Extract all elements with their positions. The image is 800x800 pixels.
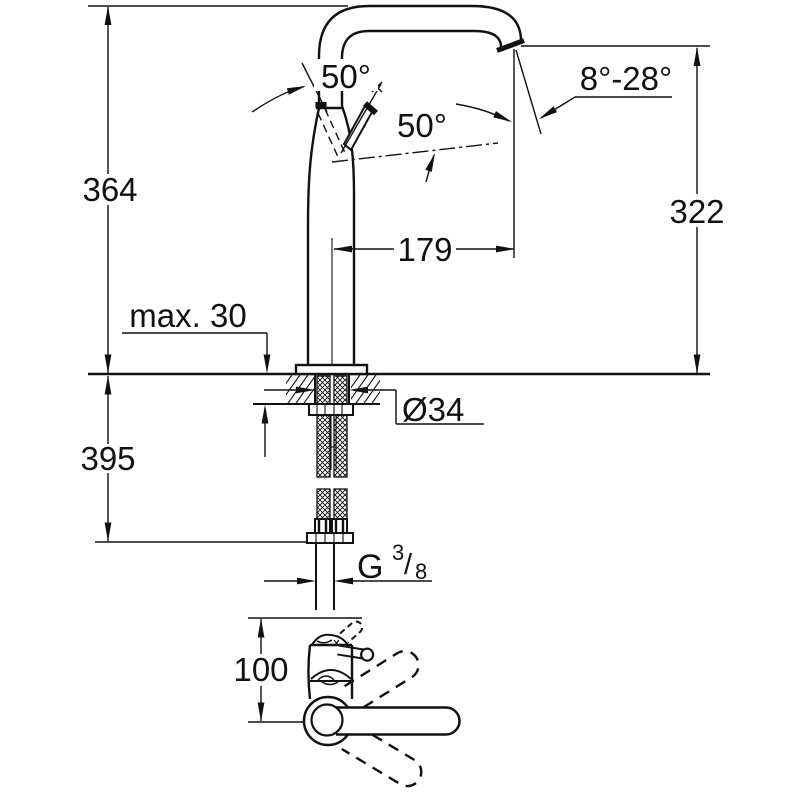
lever-hidden-line-2 — [324, 108, 346, 154]
spout-outlet-face — [496, 38, 525, 53]
spout-outer-edge — [317, 4, 523, 108]
thread-denominator: 8 — [415, 559, 427, 584]
dimension-g38 — [264, 577, 432, 585]
base-plate — [294, 363, 369, 376]
hose-ferrule-right — [331, 518, 348, 534]
faucet-front-body — [302, 633, 461, 747]
dim-100-label: 100 — [233, 651, 288, 688]
thread-prefix: G — [357, 548, 383, 586]
max-30-label: max. 30 — [129, 297, 246, 334]
front-body-left — [307, 644, 312, 700]
dia-34-label: Ø34 — [402, 391, 464, 428]
label-knockout — [314, 59, 378, 91]
lever-front — [337, 644, 375, 662]
dim-179-label: 179 — [397, 231, 452, 268]
hose-right-lower — [333, 488, 348, 520]
dimension-364 — [104, 6, 112, 374]
angle-arrow-right — [493, 111, 512, 122]
handle-clearance-view — [248, 617, 461, 788]
angle-arrow-left — [286, 86, 306, 95]
dimension-max-30 — [122, 332, 271, 457]
handle-bar — [336, 706, 461, 736]
handle-position-up-dashed — [343, 649, 420, 711]
dim-395-label: 395 — [80, 440, 135, 477]
front-mid-dome — [310, 669, 352, 680]
lever-pivot-mark — [315, 102, 327, 108]
below-deck-assembly — [306, 374, 354, 610]
lever-hidden-line-1 — [317, 112, 339, 158]
front-mid-detail-2 — [321, 681, 339, 686]
thread-slash: / — [404, 549, 413, 581]
dimension-100 — [257, 618, 265, 722]
thread-numerator: 3 — [392, 540, 404, 565]
spray-direction-line — [515, 49, 542, 135]
connector-nut — [306, 532, 354, 544]
dimension-179 — [333, 245, 515, 253]
handle-hub-inner — [310, 703, 344, 737]
spray-leader-arrow — [539, 106, 558, 119]
dimension-322 — [693, 47, 701, 374]
handle-swing-dashed — [339, 620, 423, 788]
front-mid-detail-1 — [317, 675, 335, 681]
lever-down-axis-line — [331, 142, 499, 163]
front-cap-detail — [316, 639, 333, 644]
hose-left-upper — [316, 375, 331, 405]
spray-annotations — [515, 49, 672, 135]
dimension-395 — [95, 375, 307, 543]
angle-arrow-up — [425, 153, 435, 173]
dim-322-label: 322 — [669, 193, 724, 230]
extension-lines — [88, 5, 710, 372]
hose-left-mid — [316, 414, 331, 478]
hose-ferrule-left — [314, 518, 331, 534]
mounting-nut — [308, 403, 354, 416]
angle-50-left-label: 50° — [321, 58, 371, 95]
hose-right-upper — [333, 375, 348, 405]
labels: 364 322 179 50° 50° 8°-28° max. 30 Ø34 3… — [80, 58, 724, 688]
front-cap-dome — [311, 633, 349, 646]
spout-inner-edge — [340, 29, 503, 106]
dim-364-label: 364 — [82, 171, 137, 208]
angle-50-right-label: 50° — [397, 107, 447, 144]
lever-annotations — [251, 62, 512, 183]
dimension-dia-34 — [264, 386, 484, 425]
thread-g38-label: G 3 / 8 — [357, 540, 427, 586]
cap-x-mark-2 — [333, 639, 340, 647]
lever-axis-line — [340, 83, 382, 154]
side-view — [88, 4, 710, 610]
angle-8-28-label: 8°-28° — [580, 60, 672, 97]
lever-tip-dashed — [339, 620, 364, 644]
hose-right-mid — [333, 414, 348, 478]
body-left-edge — [306, 107, 321, 365]
lever-front-cap — [360, 647, 375, 662]
hose-left-lower — [316, 488, 331, 520]
lever-stick-cap — [363, 101, 378, 116]
